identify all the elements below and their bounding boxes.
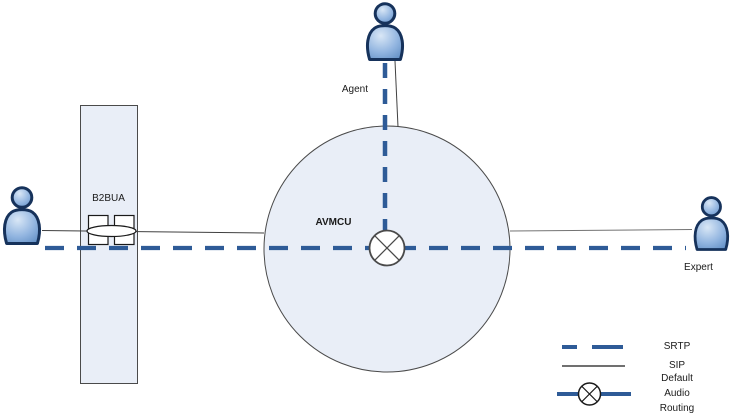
legend-default-audio-routing-swatch [557, 382, 631, 406]
expert-label: Expert [684, 262, 713, 273]
sip-link-agent-avmcu [394, 60, 399, 128]
agent-person-icon [365, 2, 405, 61]
sip-link-avmcu-expert [509, 229, 693, 232]
caller-person-icon [2, 186, 42, 245]
audio-mixer-crossed-circle-icon [368, 229, 406, 267]
avmcu-label: AVMCU [315, 217, 352, 228]
legend-sip-label: SIP [668, 360, 686, 371]
sip-link-caller-avmcu [41, 230, 265, 234]
b2bua-label: B2BUA [92, 193, 125, 204]
legend-srtp-label: SRTP [663, 341, 691, 352]
expert-person-icon [693, 196, 730, 251]
legend-default-audio-routing-label: Default Audio Routing [659, 373, 695, 414]
gateway-icon [86, 214, 137, 246]
agent-label: Agent [341, 84, 368, 95]
